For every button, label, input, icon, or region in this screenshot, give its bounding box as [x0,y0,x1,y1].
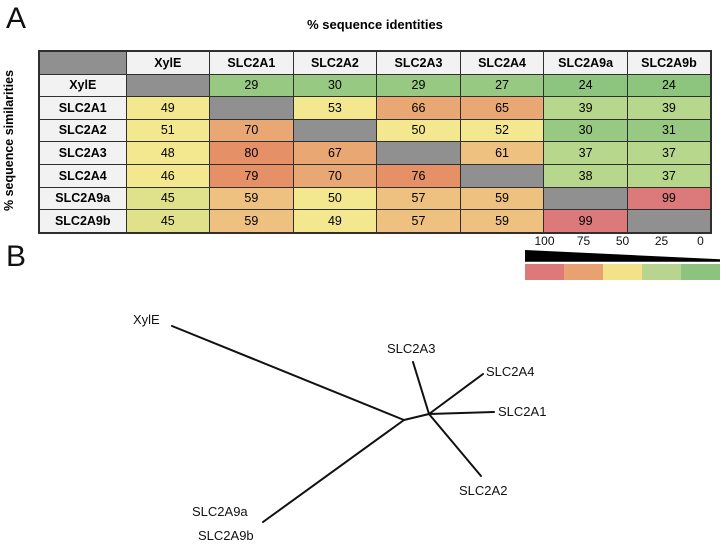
row-header: SLC2A9b [38,209,127,234]
tree-label-slc2a4: SLC2A4 [486,364,535,379]
matrix-cell: 57 [376,209,461,234]
matrix-cell: 61 [459,141,545,165]
legend-color-segment [642,264,681,280]
matrix-cell: 50 [292,186,378,211]
column-header: SLC2A3 [376,50,461,75]
matrix-cell: 66 [376,96,461,120]
column-header: SLC2A4 [459,50,545,75]
tree-label-slc2a9b: SLC2A9b [198,528,254,543]
matrix-cell: 48 [125,141,211,165]
column-header: SLC2A1 [209,50,294,75]
tree-branch [403,413,430,421]
legend-tick: 50 [615,234,630,248]
panel-a-letter: A [6,2,27,35]
row-header: SLC2A3 [38,141,127,165]
legend-tick-row: 100 75 50 25 0 [525,234,720,248]
tree-branch [428,373,484,415]
identities-title: % sequence identities [307,17,443,32]
row-header: SLC2A2 [38,118,127,143]
legend-tick: 75 [576,234,591,248]
matrix-cell: 76 [376,163,461,188]
tree-label-slc2a3: SLC2A3 [387,341,436,356]
row-header: SLC2A4 [38,163,127,188]
diagonal-cell [626,209,712,234]
matrix-cell: 80 [209,141,294,165]
color-scale-legend: 100 75 50 25 0 [525,234,720,280]
matrix-cell: 53 [292,96,378,120]
tree-label-slc2a9a: SLC2A9a [192,504,248,519]
row-header: SLC2A9a [38,186,127,211]
matrix-cell: 39 [543,96,628,120]
tree-branch [428,413,482,477]
matrix-cell: 45 [125,209,211,234]
matrix-cell: 59 [209,186,294,211]
matrix-cell: 37 [543,141,628,165]
row-header: XylE [38,73,127,98]
legend-color-segment [525,264,564,280]
legend-tick: 25 [654,234,669,248]
tree-label-slc2a2: SLC2A2 [459,483,508,498]
matrix-cell: 59 [209,209,294,234]
corner-cell [38,50,127,75]
matrix-cell: 27 [459,73,545,98]
matrix-cell: 52 [459,118,545,143]
column-header: SLC2A9a [543,50,628,75]
diagonal-cell [125,73,211,98]
matrix-cell: 37 [626,141,712,165]
panel-b-letter: B [6,240,27,273]
legend-tick: 0 [697,234,704,248]
tree-label-xyle: XylE [133,312,160,327]
legend-wedge-icon [525,250,720,262]
legend-color-segment [681,264,720,280]
legend-color-bar [525,264,720,280]
matrix-cell: 70 [292,163,378,188]
tree-label-slc2a1: SLC2A1 [498,404,547,419]
legend-color-segment [603,264,642,280]
tree-branch [262,419,405,523]
matrix-cell: 31 [626,118,712,143]
matrix-cell: 99 [626,186,712,211]
matrix-cell: 49 [125,96,211,120]
tree-branch [171,325,405,421]
legend-color-segment [564,264,603,280]
matrix-cell: 30 [543,118,628,143]
tree-branch [428,411,495,415]
matrix-cell: 67 [292,141,378,165]
legend-tick: 100 [534,234,555,248]
matrix-cell: 79 [209,163,294,188]
matrix-cell: 49 [292,209,378,234]
matrix-cell: 46 [125,163,211,188]
diagonal-cell [459,163,545,188]
diagonal-cell [376,141,461,165]
tree-branch [412,361,430,415]
matrix-cell: 38 [543,163,628,188]
column-header: SLC2A9b [626,50,712,75]
column-header: XylE [125,50,211,75]
matrix-cell: 99 [543,209,628,234]
matrix-cell: 50 [376,118,461,143]
column-header: SLC2A2 [292,50,378,75]
